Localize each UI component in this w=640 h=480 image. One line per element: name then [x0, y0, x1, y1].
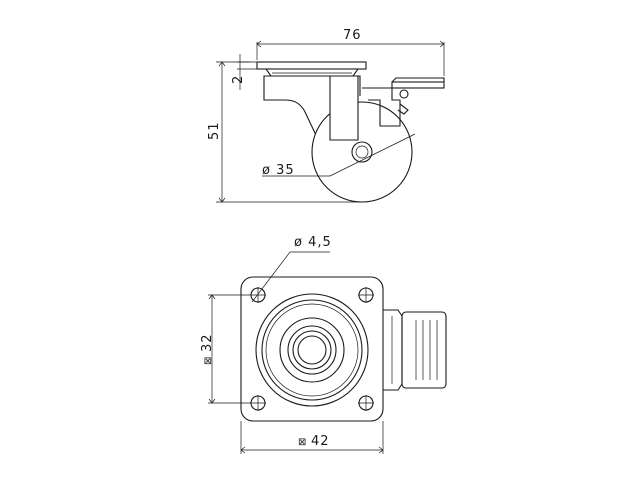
bearing-inner-ring	[287, 325, 337, 375]
hole-diameter-label: ø 4,5	[294, 235, 332, 250]
wheel-diameter-label: ø 35	[262, 163, 295, 178]
base-plate	[240, 276, 384, 422]
top-view: ø 4,5 ⊠ 32 ⊠ 42	[200, 235, 447, 454]
brake-pivot	[399, 89, 409, 99]
swivel-ring-outer	[255, 293, 369, 407]
kingpin-ring	[292, 330, 332, 370]
width-arrows	[256, 40, 445, 48]
kingpin	[297, 335, 327, 365]
brake-housing	[362, 87, 401, 127]
pedal-ribs	[415, 320, 438, 380]
hole-spacing-square-symbol: ⊠	[203, 356, 214, 365]
brake-bracket	[383, 309, 403, 391]
swivel-ring-inner	[265, 303, 359, 397]
plate-size-label: 42	[311, 434, 330, 449]
height-label: 51	[207, 121, 222, 140]
brake-pedal	[391, 81, 445, 89]
fork-arm	[329, 75, 359, 141]
diameter-leader	[262, 133, 416, 177]
swivel-ring	[261, 299, 363, 401]
wheel-hub	[351, 141, 373, 163]
hole-leader	[251, 251, 330, 303]
width-label: 76	[343, 28, 362, 43]
spacing-arrows	[208, 294, 216, 404]
wheel	[311, 101, 413, 203]
plate-arrows	[240, 446, 384, 454]
swivel-bearing	[265, 68, 359, 77]
hole-spacing-label-group: ⊠ 32	[200, 333, 215, 365]
plate-dimension-lines	[240, 421, 384, 454]
height-arrows	[218, 61, 226, 203]
width-dimension-lines	[256, 42, 445, 76]
mounting-plate	[256, 61, 367, 70]
axle	[355, 145, 369, 159]
bearing-ring	[279, 317, 345, 383]
spacing-dimension-lines	[208, 294, 250, 404]
plate-dimension-lines	[237, 54, 257, 90]
brake-spring	[397, 103, 409, 115]
side-view: 76 2 51 ø 35	[207, 28, 445, 203]
brake-pedal-top	[391, 77, 445, 83]
plate-size-square-symbol: ⊠	[298, 437, 307, 448]
hole-spacing-label: 32	[200, 333, 215, 352]
mounting-holes	[250, 287, 374, 411]
hole-centerlines	[250, 287, 374, 411]
brake-pedal-top-view	[401, 311, 447, 389]
plate-thickness-label: 2	[231, 75, 246, 84]
